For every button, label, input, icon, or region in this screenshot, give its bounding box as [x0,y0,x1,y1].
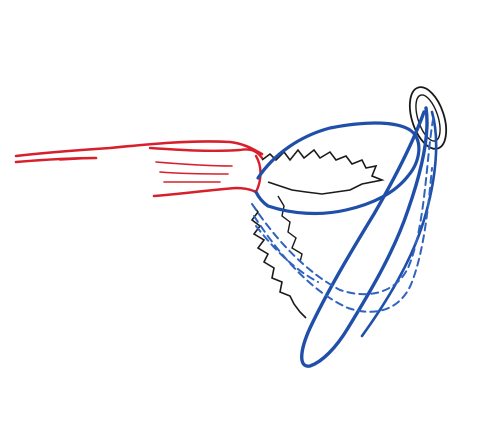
tendon-fiber-2 [156,162,232,166]
tendon-upper-border [16,141,262,156]
torn-edge-lower [252,204,306,318]
tendon-belly-top [150,148,262,158]
graft-descending-loop [302,108,427,366]
torn-edge-upper [262,150,382,194]
scapula-lateral-border [197,200,232,340]
upper-bone-outline [16,68,325,150]
coracoid-tip [452,120,472,130]
humeral-head-outline [103,148,130,240]
graft-dashed-3 [256,226,318,282]
tendon-belly-bottom [154,188,256,196]
coracoid-outline-top [372,6,452,81]
graft-loops [252,83,453,367]
tendon-fiber-3 [160,172,228,174]
upper-bone-joint [121,74,210,124]
muscle-tendon [16,141,262,196]
coracoid-outline-right [440,140,491,252]
